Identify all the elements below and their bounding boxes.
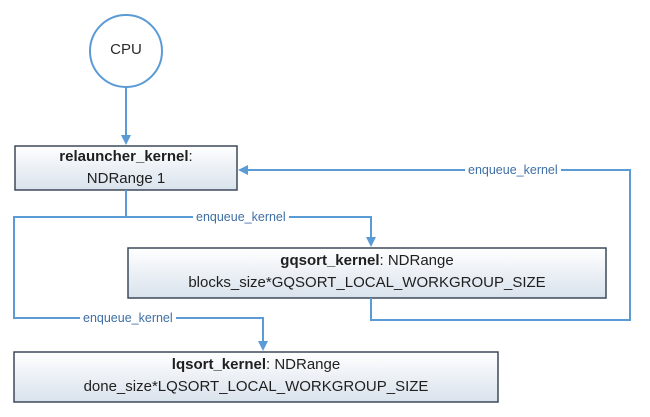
- relauncher-to-lqsort-edge: [13, 216, 268, 351]
- relauncher-kernel-label: relauncher_kernel: NDRange 1: [15, 146, 237, 190]
- lqsort-kernel-ndrange: done_size*LQSORT_LOCAL_WORKGROUP_SIZE: [83, 378, 429, 395]
- edge-label-gqsort-back: enqueue_kernel: [465, 163, 561, 177]
- gqsort-kernel-name: gqsort_kernel: [280, 252, 380, 269]
- gqsort-kernel-suffix: : NDRange: [379, 252, 454, 269]
- lqsort-kernel-suffix: : NDRange: [266, 356, 341, 373]
- relauncher-kernel-name: relauncher_kernel: [59, 148, 189, 165]
- relauncher-kernel-node: [14, 145, 238, 191]
- relauncher-kernel-ndrange: NDRange 1: [86, 170, 166, 187]
- cpu-label: CPU: [110, 41, 142, 58]
- gqsort-kernel-label: gqsort_kernel: NDRange blocks_size*GQSOR…: [128, 250, 606, 294]
- lqsort-kernel-name: lqsort_kernel: [171, 356, 266, 373]
- gqsort-kernel-node: [127, 247, 607, 299]
- lqsort-kernel-node: [13, 351, 499, 403]
- lqsort-kernel-label: lqsort_kernel: NDRange done_size*LQSORT_…: [14, 354, 498, 398]
- edge-label-to-gqsort: enqueue_kernel: [193, 210, 289, 224]
- gqsort-kernel-ndrange: blocks_size*GQSORT_LOCAL_WORKGROUP_SIZE: [188, 274, 546, 291]
- relauncher-kernel-suffix: :: [188, 148, 193, 165]
- edge-label-to-lqsort: enqueue_kernel: [80, 311, 176, 325]
